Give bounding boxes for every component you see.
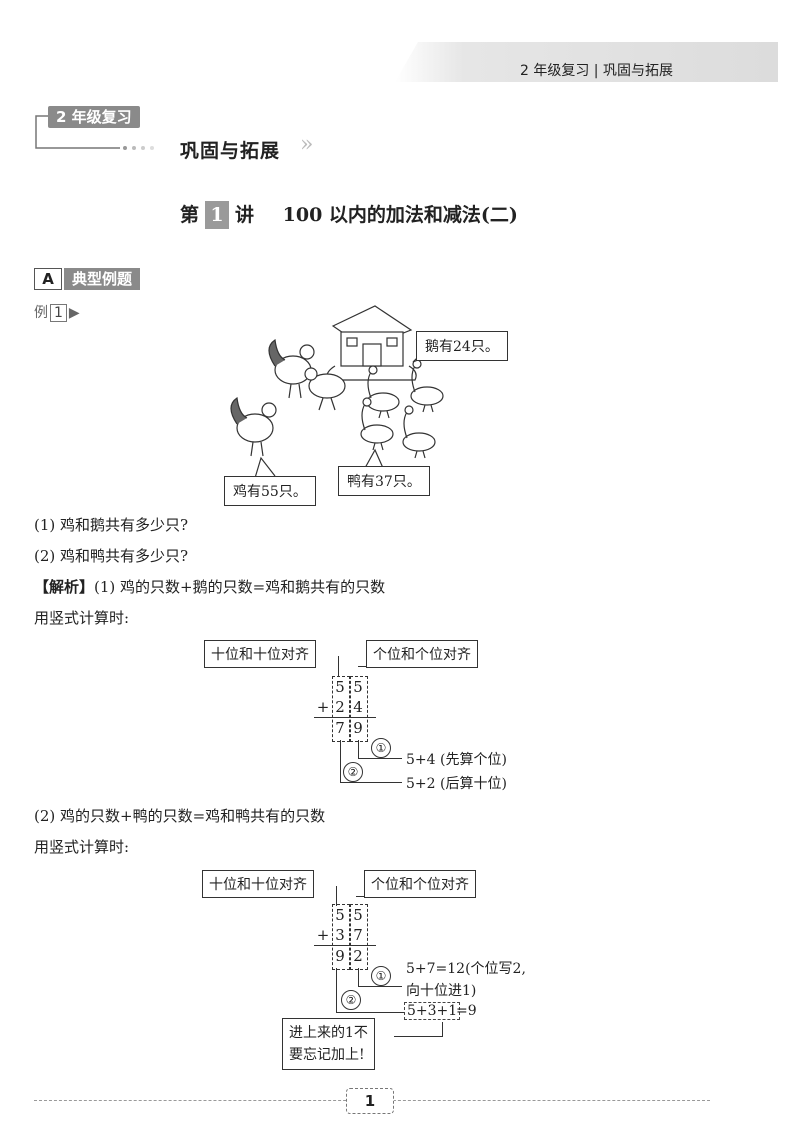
note-line2: 要忘记加上! [289,1047,365,1063]
play-arrow-icon: ▶ [68,305,80,321]
part-a-letter: A [34,268,62,290]
vertical-intro-2: 用竖式计算时: [34,838,130,856]
part-a-title: 典型例题 [64,268,141,290]
hen-icon [304,367,346,411]
step-1-text-line2: 向十位进1) [406,983,477,999]
step-1-text-line1: 5+7=12(个位写2, [406,961,526,977]
digit: 9 [353,719,363,737]
page-number: 1 [346,1088,394,1114]
ones-align-label: 个位和个位对齐 [364,870,476,898]
grade-review-badge: 2 年级复习 [48,106,140,128]
ones-column-box [350,904,368,970]
analysis-part2: (2) 鸡的只数+鸭的只数=鸡和鸭共有的只数 [34,807,326,825]
step-2-mark: ② [343,762,363,782]
step-1-text: 5+4 (先算个位) [406,752,507,768]
digit: 5 [353,678,363,696]
double-chevron-icon: » [300,132,314,157]
digit: 3 [335,926,345,944]
example-number: 1 [50,304,67,322]
step-2-text: 5+2 (后算十位) [406,776,507,792]
rooster-icon [230,396,277,457]
section-title: 巩固与拓展 [180,140,281,162]
header-band [395,42,778,82]
example-prefix: 例 [34,305,48,321]
analysis-part1: 【解析】(1) 鸡的只数+鹅的只数=鸡和鹅共有的只数 [34,576,385,597]
digit: 7 [353,926,363,944]
digit: 2 [353,947,363,965]
question-2: (2) 鸡和鸭共有多少只? [34,547,189,565]
goose-icon [402,405,436,459]
analysis-part1-text: (1) 鸡的只数+鹅的只数=鸡和鹅共有的只数 [94,578,386,596]
tens-column-box [332,904,350,970]
carry-reminder-note: 进上来的1不 要忘记加上! [282,1018,375,1070]
chicken-count-bubble: 鸡有55只。 [224,476,316,506]
rooster-icon [268,338,315,399]
lesson-suffix: 讲 [235,204,255,226]
analysis-tag: 【解析】 [34,578,95,596]
digit: 5 [335,906,345,924]
step-2-boxed-expression: 5+3+1 [404,1002,461,1020]
lesson-number: 1 [205,201,230,229]
tens-align-label: 十位和十位对齐 [202,870,314,898]
goose-icon [360,397,394,451]
sum-line [314,945,376,946]
note-line1: 进上来的1不 [289,1025,368,1041]
plus-sign: + [316,698,330,716]
ones-column-box [350,676,368,742]
lesson-prefix: 第 [180,204,200,226]
ones-align-label: 个位和个位对齐 [366,640,478,668]
duck-count-bubble: 鸭有37只。 [338,466,430,496]
lesson-topic: 100 以内的加法和减法(二) [282,204,518,226]
step-1-mark: ① [371,966,391,986]
badge-frame [35,115,154,150]
digit: 9 [335,947,345,965]
sum-line [314,717,376,718]
digit: 4 [353,698,363,716]
goose-icon [366,365,400,419]
digit: 5 [335,678,345,696]
vertical-intro-1: 用竖式计算时: [34,609,130,627]
step-1-mark: ① [371,738,391,758]
digit: 7 [335,719,345,737]
house-icon [326,305,417,381]
question-1: (1) 鸡和鹅共有多少只? [34,516,189,534]
header-text: 2 年级复习 | 巩固与拓展 [520,63,673,79]
digit: 5 [353,906,363,924]
plus-sign: + [316,926,330,944]
tens-column-box [332,676,350,742]
step-2-mark: ② [341,990,361,1010]
digit: 2 [335,698,345,716]
goose-count-bubble: 鹅有24只。 [416,331,508,361]
tens-align-label: 十位和十位对齐 [204,640,316,668]
step-2-result: =9 [456,1003,477,1019]
goose-icon [410,359,444,413]
farm-illustration [230,305,444,479]
